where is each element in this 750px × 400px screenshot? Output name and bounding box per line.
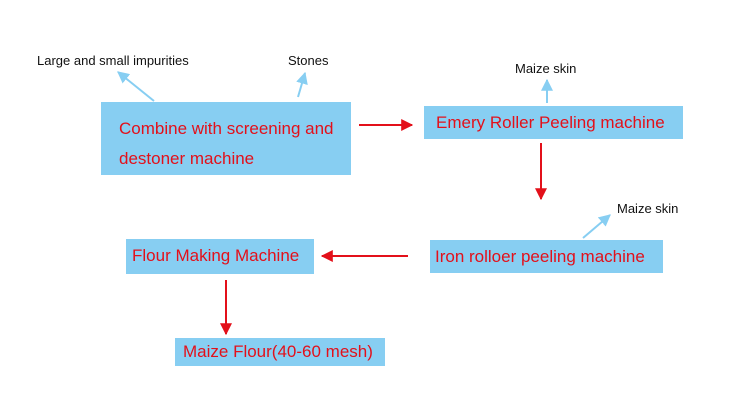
node-maize-flour: Maize Flour(40-60 mesh) [175, 338, 385, 366]
arrow-to-impurities [117, 71, 155, 102]
arrow-to-maize-skin-2 [582, 214, 611, 239]
note-impurities: Large and small impurities [37, 53, 189, 68]
node-emery-roller: Emery Roller Peeling machine [424, 106, 683, 139]
node-iron-roller: Iron rolloer peeling machine [430, 240, 663, 273]
arrow-to-stones [296, 71, 308, 98]
node-combine-line1: Combine with screening and [119, 119, 334, 138]
node-combine-line2: destoner machine [119, 149, 255, 168]
note-stones: Stones [288, 53, 329, 68]
note-maize-skin-2: Maize skin [617, 201, 679, 216]
node-combine-screening-destoner: Combine with screening and destoner mach… [101, 102, 351, 175]
node-flour-making: Flour Making Machine [126, 239, 314, 274]
note-maize-skin-1: Maize skin [515, 61, 577, 76]
